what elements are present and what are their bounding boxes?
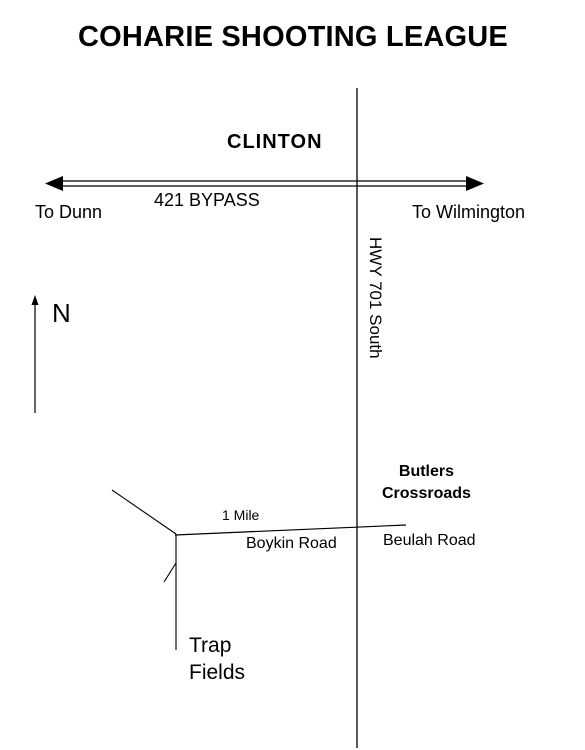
hwy-701-label: HWY 701 South: [366, 237, 385, 359]
direction-west-label: To Dunn: [35, 202, 103, 222]
arrow-west-icon: [45, 176, 63, 191]
branch-road-northwest: [111, 489, 177, 535]
direction-east-label: To Wilmington: [412, 202, 526, 222]
north-label: N: [52, 298, 71, 328]
beulah-road-label: Beulah Road: [383, 532, 476, 549]
city-label: CLINTON: [227, 131, 323, 153]
boykin-road-label: Boykin Road: [246, 535, 337, 552]
branch-road-southwest: [163, 562, 177, 583]
boykin-beulah-road-line: [174, 524, 407, 536]
map-title: COHARIE SHOOTING LEAGUE: [78, 21, 508, 53]
arrow-east-icon: [466, 176, 484, 191]
trap-fields-label-line-2: Fields: [189, 661, 246, 685]
trap-fields-label-line-1: Trap: [189, 634, 232, 657]
crossroads-label-line-1: Butlers: [398, 463, 455, 480]
crossroads-label: Butlers Crossroads: [382, 461, 471, 505]
north-arrow-icon: [31, 295, 39, 305]
trap-fields-label: Trap Fields: [189, 632, 245, 687]
crossroads-label-line-2: Crossroads: [382, 485, 471, 503]
distance-label: 1 Mile: [222, 507, 260, 523]
bypass-label: 421 BYPASS: [154, 190, 260, 210]
